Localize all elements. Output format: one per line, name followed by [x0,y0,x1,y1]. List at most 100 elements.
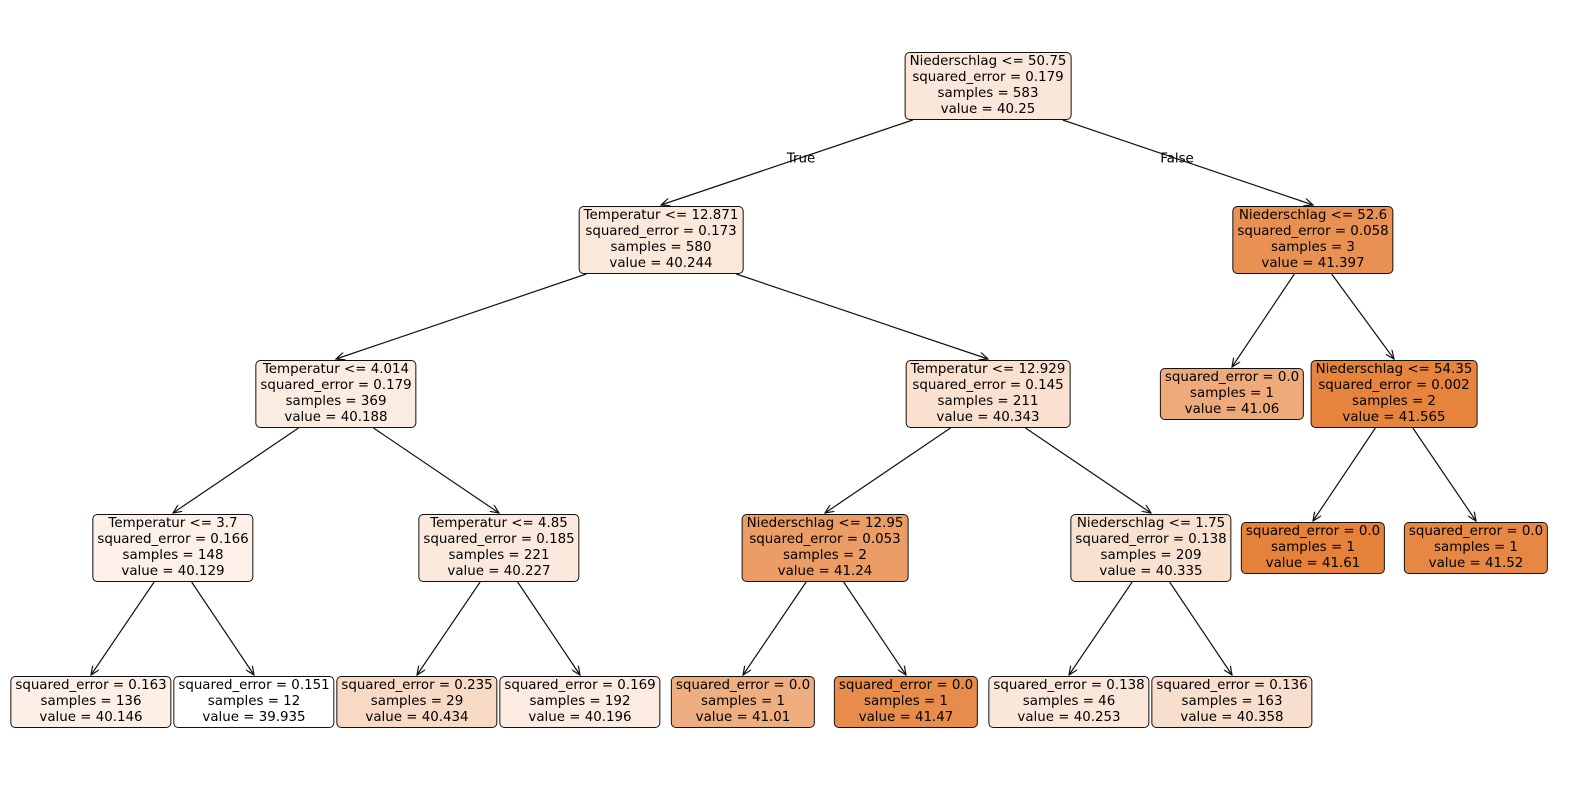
node-samples: samples = 209 [1100,548,1202,563]
tree-edge [736,273,988,359]
node-samples: samples = 192 [529,694,631,709]
tree-edge [743,581,807,675]
node-squared-error: squared_error = 0.179 [260,378,412,393]
node-split-condition: Temperatur <= 12.871 [583,208,739,223]
node-split-condition: Temperatur <= 3.7 [108,516,238,531]
tree-edge [1169,581,1232,675]
tree-edge [91,581,155,675]
node-squared-error: squared_error = 0.151 [178,678,330,693]
node-squared-error: squared_error = 0.0 [675,678,811,693]
node-value: value = 41.47 [858,710,954,725]
node-value: value = 40.343 [936,410,1040,425]
node-squared-error: squared_error = 0.138 [993,678,1145,693]
node-squared-error: squared_error = 0.0 [1245,524,1381,539]
node-split-condition: Niederschlag <= 54.35 [1315,362,1473,377]
node-value: value = 40.253 [1017,710,1121,725]
node-value: value = 40.227 [447,564,551,579]
node-value: value = 40.25 [940,102,1036,117]
node-samples: samples = 29 [370,694,464,709]
node-value: value = 41.24 [777,564,873,579]
node-samples: samples = 1 [1271,540,1355,555]
node-squared-error: squared_error = 0.002 [1318,378,1470,393]
tree-edge [1062,119,1313,205]
node-squared-error: squared_error = 0.0 [1164,370,1300,385]
node-samples: samples = 583 [937,86,1039,101]
tree-edge [373,427,499,513]
node-split-condition: Niederschlag <= 52.6 [1238,208,1388,223]
tree-edge [1412,427,1476,521]
node-split-condition: Niederschlag <= 50.75 [909,54,1067,69]
node-samples: samples = 369 [285,394,387,409]
tree-edge [825,427,951,513]
tree-edge [661,119,913,205]
node-value: value = 40.196 [528,710,632,725]
tree-edge [336,273,587,359]
node-value: value = 40.434 [365,710,469,725]
node-squared-error: squared_error = 0.179 [912,70,1064,85]
node-samples: samples = 2 [1352,394,1436,409]
node-value: value = 40.244 [609,256,713,271]
edge-label-true: True [786,151,816,167]
node-samples: samples = 1 [1434,540,1518,555]
node-value: value = 40.129 [121,564,225,579]
node-squared-error: squared_error = 0.235 [341,678,493,693]
node-samples: samples = 1 [1190,386,1274,401]
tree-edge [1069,581,1133,675]
node-squared-error: squared_error = 0.058 [1237,224,1389,239]
tree-edge [417,581,481,675]
tree-edge [1232,273,1295,367]
node-value: value = 40.146 [39,710,143,725]
node-value: value = 41.397 [1261,256,1365,271]
node-value: value = 40.335 [1099,564,1203,579]
node-value: value = 41.06 [1184,402,1280,417]
tree-edge [1331,273,1394,359]
node-squared-error: squared_error = 0.136 [1156,678,1308,693]
node-samples: samples = 148 [122,548,224,563]
tree-edge [843,581,906,675]
tree-edge [173,427,299,513]
node-samples: samples = 163 [1181,694,1283,709]
node-value: value = 41.565 [1342,410,1446,425]
node-samples: samples = 1 [864,694,948,709]
node-squared-error: squared_error = 0.138 [1075,532,1227,547]
node-squared-error: squared_error = 0.0 [1408,524,1544,539]
node-squared-error: squared_error = 0.173 [585,224,737,239]
node-squared-error: squared_error = 0.185 [423,532,575,547]
node-value: value = 41.52 [1428,556,1524,571]
node-squared-error: squared_error = 0.163 [15,678,167,693]
node-samples: samples = 580 [610,240,712,255]
node-split-condition: Temperatur <= 4.014 [262,362,410,377]
node-value: value = 41.61 [1265,556,1361,571]
node-value: value = 41.01 [695,710,791,725]
node-samples: samples = 2 [783,548,867,563]
tree-edge [1313,427,1376,521]
node-split-condition: Niederschlag <= 12.95 [746,516,904,531]
node-value: value = 40.358 [1180,710,1284,725]
node-squared-error: squared_error = 0.053 [749,532,901,547]
node-samples: samples = 12 [207,694,301,709]
tree-edge [191,581,254,675]
node-samples: samples = 136 [40,694,142,709]
node-samples: samples = 1 [701,694,785,709]
node-squared-error: squared_error = 0.0 [838,678,974,693]
